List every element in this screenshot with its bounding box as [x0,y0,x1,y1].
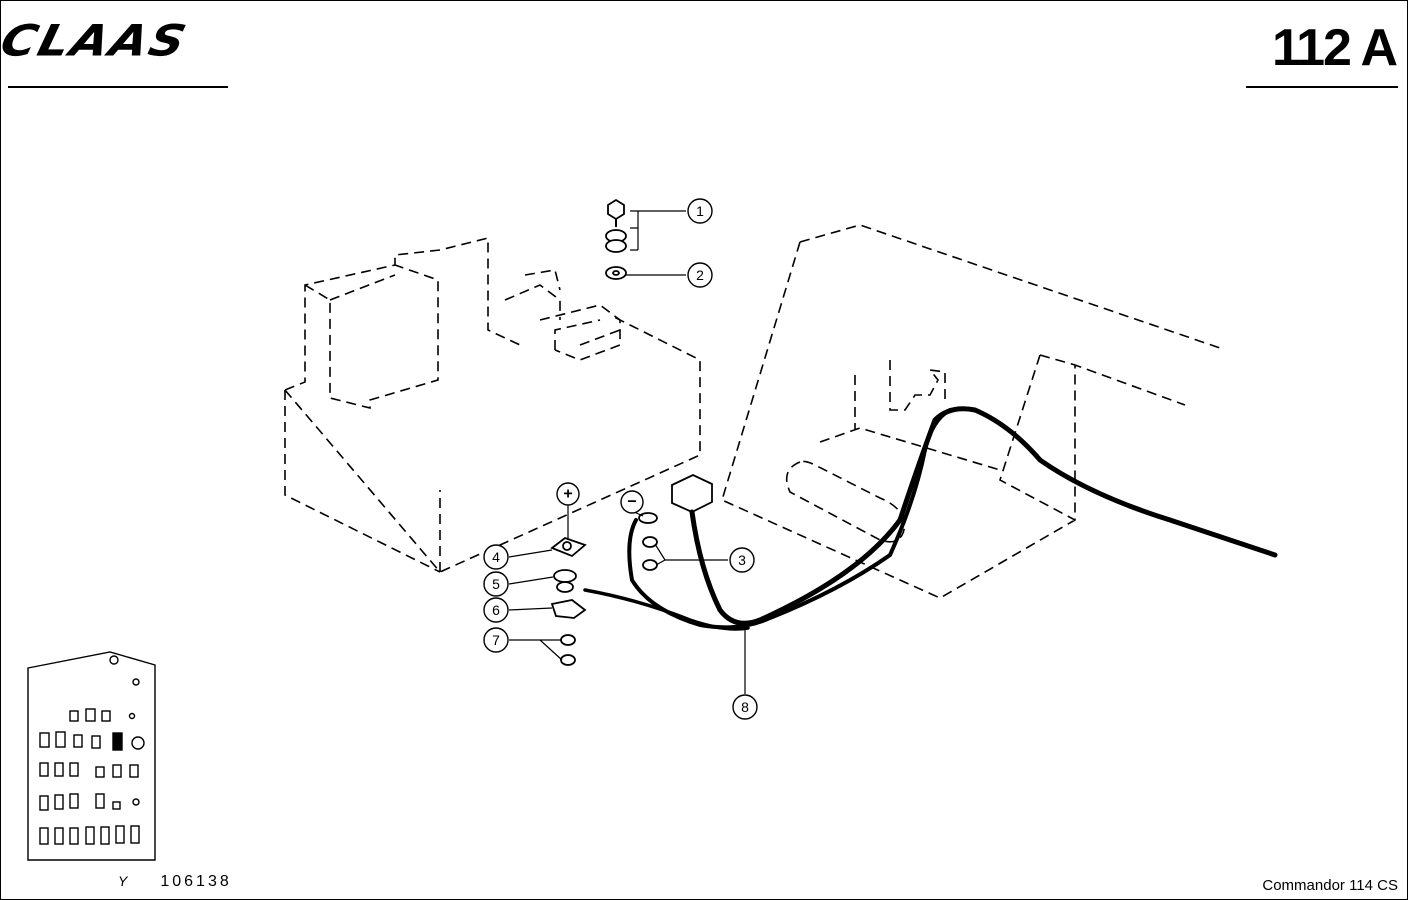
callout-circle-5 [483,571,509,597]
callout-circle-7 [483,627,509,653]
negative-terminal-symbol [620,490,644,514]
ground-lug-part [638,512,658,524]
location-thumbnail [27,651,156,861]
callout-number-1: 1 [696,203,704,219]
chassis-frame-outline [721,224,1221,599]
connector-plug-part [671,474,713,513]
cable-lug-part [550,599,587,619]
terminal-washer-part [553,569,577,583]
nut-part [560,634,576,646]
positive-cable [583,588,750,631]
callout-circle-4 [483,544,509,570]
page-code: 112 A [1272,19,1398,77]
bolt-part [607,198,625,221]
callout-circle-8 [732,694,758,720]
callout-number-6: 6 [492,602,500,618]
leader-line-6 [508,607,553,611]
drawing-number-prefix: Y [118,873,131,889]
battery-box-outline [284,236,701,573]
ground-nut-part [642,536,658,548]
callout-number-3: 3 [738,552,746,568]
leader-line-5 [508,576,554,585]
battery-terminals-outline [504,269,621,361]
callout-circle-2 [687,262,713,288]
drawing-number-value: 106138 [160,873,232,890]
leader-line-3 [654,543,728,566]
callout-circle-3 [729,547,755,573]
page-code-underline [1246,86,1398,88]
callout-number-8: 8 [741,699,749,715]
positive-terminal-symbol [556,482,580,506]
callout-number-4: 4 [492,549,500,565]
leader-line-1 [630,210,686,251]
logo-underline [8,86,228,88]
callout-number-5: 5 [492,576,500,592]
leader-line-7 [509,639,563,661]
slot-hole-outline [785,460,906,543]
main-cable [689,406,1278,626]
positive-symbol-label: + [563,486,572,503]
callout-number-7: 7 [492,632,500,648]
callout-circle-6 [483,597,509,623]
leader-line-4 [508,549,553,558]
model-name: Commandor 114 CS [1262,877,1398,894]
drawing-number: Y 106138 [118,873,232,891]
ground-cable [627,408,952,630]
callout-circle-1 [687,198,713,224]
callout-number-2: 2 [696,267,704,283]
negative-symbol-label: − [627,494,636,511]
